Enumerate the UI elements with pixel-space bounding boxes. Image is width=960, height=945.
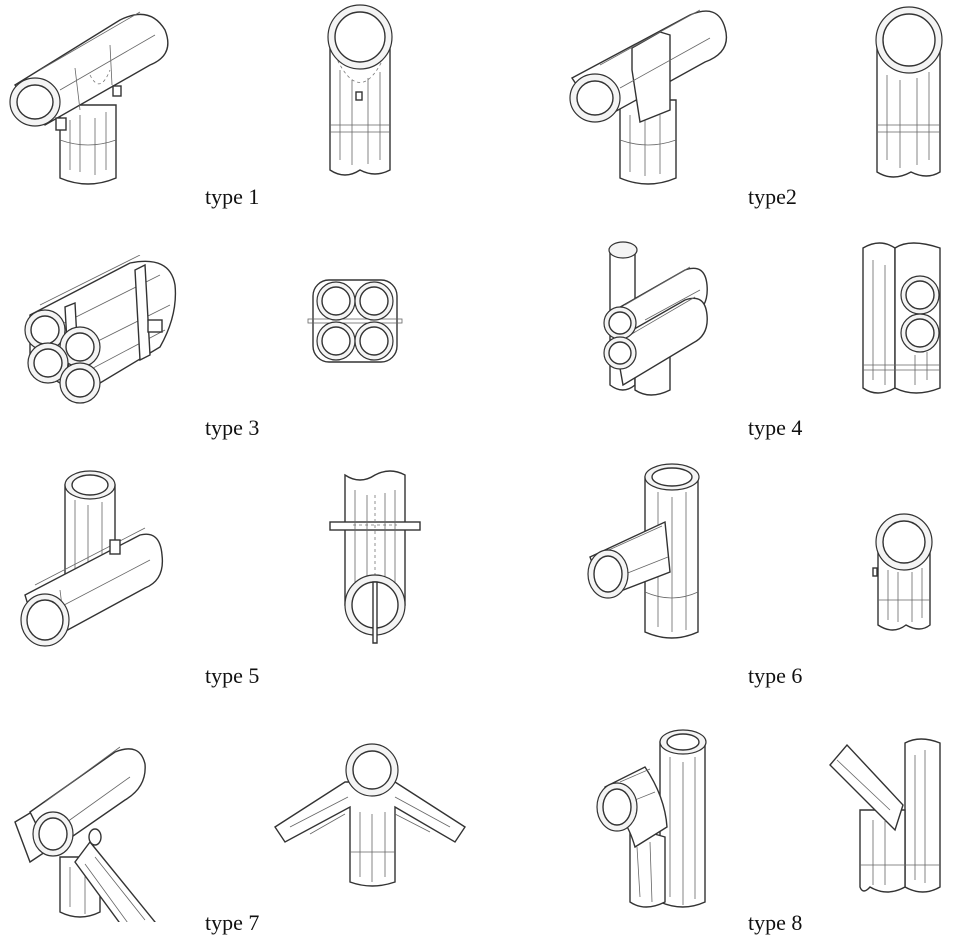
type-3-label: type 3 bbox=[205, 415, 260, 440]
type-2-isometric-drawing bbox=[569, 9, 728, 185]
type-1-elevation-drawing bbox=[327, 4, 393, 176]
type-1-isometric-drawing bbox=[9, 11, 169, 185]
type-7-label: type 7 bbox=[205, 910, 260, 935]
type-7-isometric-drawing bbox=[14, 746, 156, 922]
type-4-elevation-drawing bbox=[862, 242, 941, 394]
type-3-isometric-drawing bbox=[24, 255, 177, 404]
type-8-isometric-drawing bbox=[596, 729, 707, 908]
type-6-isometric-drawing bbox=[587, 463, 700, 639]
type-4-label: type 4 bbox=[748, 415, 803, 440]
type-3-end-view-drawing bbox=[307, 279, 403, 363]
type-4-isometric-drawing bbox=[603, 241, 708, 396]
type-5-label: type 5 bbox=[205, 663, 260, 688]
type-2-label: type2 bbox=[748, 184, 797, 209]
type-5-elevation-drawing bbox=[329, 470, 421, 644]
type-5-isometric-drawing bbox=[20, 470, 164, 647]
type-1-label: type 1 bbox=[205, 184, 260, 209]
type-6-elevation-drawing bbox=[872, 513, 933, 631]
type-8-label: type 8 bbox=[748, 910, 803, 935]
type-7-elevation-drawing bbox=[274, 743, 466, 887]
type-8-elevation-drawing bbox=[829, 738, 941, 893]
type-6-label: type 6 bbox=[748, 663, 803, 688]
type-2-elevation-drawing bbox=[875, 6, 943, 178]
